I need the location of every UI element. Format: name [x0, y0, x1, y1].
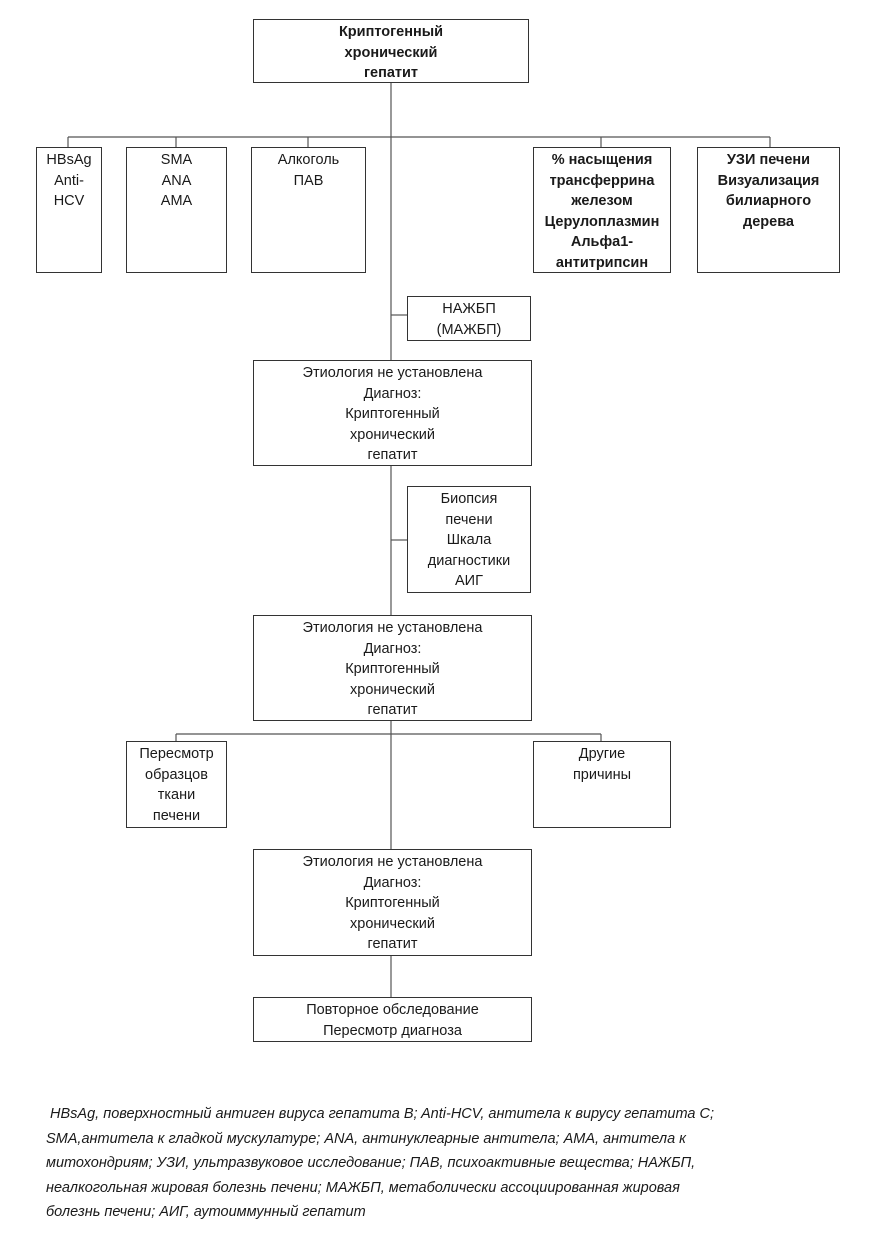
box-line: Этиология не установлена: [302, 620, 483, 636]
box-line: печени: [445, 511, 493, 528]
box-line: АИГ: [455, 573, 483, 589]
box-line: Повторное обследование: [306, 1002, 479, 1018]
box-line: трансферрина: [549, 172, 655, 189]
etiology-box-1: Этиология не установлена Диагноз: Крипто…: [253, 360, 532, 466]
footnote-line: SMA,антитела к гладкой мускулатуре; ANA,…: [46, 1130, 687, 1147]
transferrin-box: % насыщения трансферрина железом Церулоп…: [533, 147, 671, 273]
box-line: антитрипсин: [555, 254, 649, 271]
box-line: HCV: [53, 193, 85, 209]
box-line: Этиология не установлена: [302, 365, 483, 381]
box-line: Диагноз:: [363, 385, 422, 402]
sma-box: SMA ANA AMA: [126, 147, 227, 273]
biopsy-box: Биопсия печени Шкала диагностики АИГ: [407, 486, 531, 593]
box-line: Криптогенный: [338, 24, 444, 40]
box-line: ткани: [157, 787, 196, 803]
box-line: образцов: [145, 766, 208, 783]
box-line: НАЖБП: [442, 301, 496, 317]
box-line: Anti-: [54, 172, 84, 189]
box-line: хронический: [350, 915, 435, 932]
box-line: ANA: [161, 172, 192, 189]
box-line: гепатит: [367, 936, 418, 952]
box-line: билиарного: [725, 193, 812, 209]
box-line: Диагноз:: [363, 640, 422, 657]
box-line: AMA: [160, 193, 193, 209]
box-line: дерева: [743, 213, 794, 230]
box-line: Биопсия: [440, 491, 498, 507]
box-line: Алкоголь: [277, 152, 340, 168]
footnote-line: неалкогольная жировая болезнь печени; МА…: [46, 1179, 680, 1196]
top-box: Криптогенный хронический гепатит: [253, 19, 529, 83]
box-line: хронический: [350, 426, 435, 443]
footnote-line: болезнь печени; АИГ, аутоиммунный гепати…: [46, 1204, 366, 1220]
box-line: хронический: [350, 681, 435, 698]
box-line: причины: [572, 766, 632, 783]
review-box: Пересмотр образцов ткани печени: [126, 741, 227, 828]
box-line: Альфа1-: [570, 234, 634, 250]
box-line: диагностики: [427, 552, 511, 569]
box-line: Этиология не установлена: [302, 854, 483, 870]
box-line: HBsAg: [46, 152, 92, 168]
final-box: Повторное обследование Пересмотр диагноз…: [253, 997, 532, 1042]
uzi-box: УЗИ печени Визуализация билиарного дерев…: [697, 147, 840, 273]
box-line: Шкала: [446, 532, 492, 548]
footnote-line: HBsAg, поверхностный антиген вируса гепа…: [46, 1106, 714, 1122]
box-line: гепатит: [367, 447, 418, 463]
box-line: гепатит: [367, 702, 418, 718]
box-line: УЗИ печени: [726, 152, 811, 168]
box-line: % насыщения: [551, 152, 653, 168]
box-line: Диагноз:: [363, 874, 422, 891]
box-line: гепатит: [363, 65, 419, 81]
box-line: печени: [152, 807, 201, 824]
box-line: хронический: [344, 44, 438, 61]
alcohol-box: Алкоголь ПАВ: [251, 147, 366, 273]
box-line: Пересмотр диагноза: [323, 1022, 462, 1039]
etiology-box-3: Этиология не установлена Диагноз: Крипто…: [253, 849, 532, 956]
box-line: Пересмотр: [139, 746, 214, 762]
etiology-box-2: Этиология не установлена Диагноз: Крипто…: [253, 615, 532, 721]
box-line: SMA: [160, 152, 193, 168]
box-line: Криптогенный: [345, 661, 440, 677]
footnote-line: митохондриям; УЗИ, ультразвуковое исслед…: [46, 1155, 696, 1171]
other-causes-box: Другие причины: [533, 741, 671, 828]
hbsag-box: HBsAg Anti- HCV: [36, 147, 102, 273]
box-line: ПАВ: [293, 172, 324, 189]
box-line: (МАЖБП): [436, 321, 502, 338]
nafld-box: НАЖБП (МАЖБП): [407, 296, 531, 341]
box-line: Церулоплазмин: [544, 213, 660, 230]
box-line: железом: [571, 193, 633, 209]
box-line: Другие: [578, 746, 626, 762]
abbreviations-footnote: HBsAg, поверхностный антиген вируса гепа…: [46, 1102, 836, 1225]
box-line: Визуализация: [717, 172, 820, 189]
box-line: Криптогенный: [345, 895, 440, 911]
box-line: Криптогенный: [345, 406, 440, 422]
